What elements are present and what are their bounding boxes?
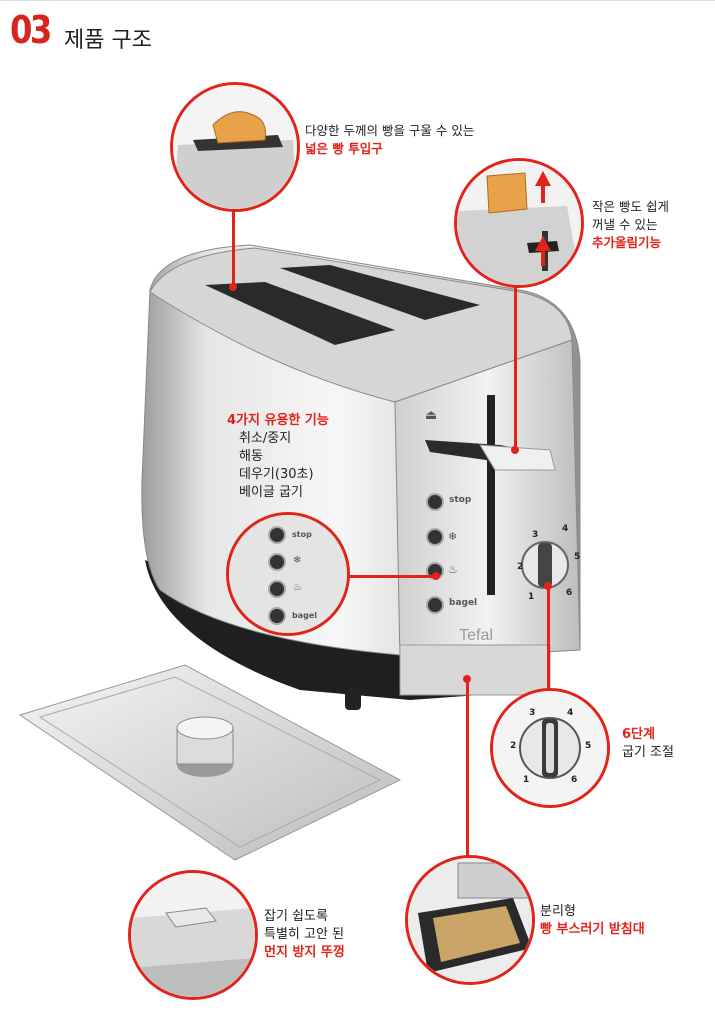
cover-caption: 잡기 쉽도록 특별히 고안 된 먼지 방지 뚜껑 [264,908,345,962]
section-number: 03 [10,8,52,52]
function-bagel: 베이글 굽기 [239,485,303,500]
cover-caption-line1: 잡기 쉽도록 [264,909,328,924]
panel-stop-label: stop [449,495,472,505]
function-cancel: 취소/중지 [239,431,292,446]
dial-number-1: 1 [523,775,530,785]
slot-detail-circle [170,82,300,212]
function-defrost: 해동 [239,449,263,464]
section-title: 제품 구조 [64,28,152,53]
panel-dial-1: 1 [528,592,535,602]
dial-caption: 6단계 굽기 조절 [622,726,674,762]
dial-caption-line1: 굽기 조절 [622,745,674,760]
circle-defrost-icon: ❄ [293,555,302,566]
circle-stop-label: stop [292,530,312,539]
lift-detail-circle [454,158,584,288]
cover-caption-line2: 특별히 고안 된 [264,927,345,942]
lift-caption-highlight: 추가올림기능 [592,235,662,250]
dial-number-4: 4 [567,708,574,718]
tray-caption-highlight: 빵 부스러기 받침대 [540,922,645,937]
slot-caption: 다양한 두께의 빵을 구울 수 있는 넓은 빵 투입구 [305,122,474,158]
dial-number-2: 2 [510,741,517,751]
slot-caption-line1: 다양한 두께의 빵을 구울 수 있는 [305,123,475,138]
tray-detail-circle [405,855,535,985]
panel-dial-6: 6 [566,588,573,598]
lift-caption: 작은 빵도 쉽게 꺼낼 수 있는 추가올림기능 [592,198,669,252]
dial-number-3: 3 [529,708,536,718]
lift-caption-line2: 꺼낼 수 있는 [592,217,658,232]
dial-number-6: 6 [571,775,578,785]
lift-icon: ⏏ [425,408,438,423]
slot-caption-highlight: 넓은 빵 투입구 [305,141,383,156]
dial-number-5: 5 [585,741,592,751]
function-reheat: 데우기(30초) [239,467,314,482]
reheat-icon: ♨ [448,563,458,576]
lift-caption-line1: 작은 빵도 쉽게 [592,199,669,214]
dial-detail-circle: 1 2 3 4 5 6 [490,688,610,808]
panel-dial-2: 2 [517,562,524,572]
panel-dial-3: 3 [532,530,539,540]
dial-caption-highlight: 6단계 [622,727,655,742]
functions-caption: 4가지 유용한 기능 취소/중지 해동 데우기(30초) 베이글 굽기 [227,412,329,502]
circle-reheat-icon: ♨ [293,582,302,593]
functions-highlight: 4가지 유용한 기능 [227,413,329,428]
panel-dial-5: 5 [574,552,581,562]
tray-caption-line1: 분리형 [540,904,576,919]
top-rule [0,0,715,1]
buttons-detail-circle: stop ❄ ♨ bagel [226,512,350,636]
panel-bagel-label: bagel [449,598,478,608]
defrost-icon: ❄ [448,530,458,543]
cover-caption-highlight: 먼지 방지 뚜껑 [264,945,345,960]
tray-caption: 분리형 빵 부스러기 받침대 [540,903,645,939]
cover-detail-circle [128,870,258,1000]
circle-bagel-label: bagel [292,611,318,620]
panel-dial-4: 4 [562,524,569,534]
brand-logo: Tefal [459,627,493,644]
